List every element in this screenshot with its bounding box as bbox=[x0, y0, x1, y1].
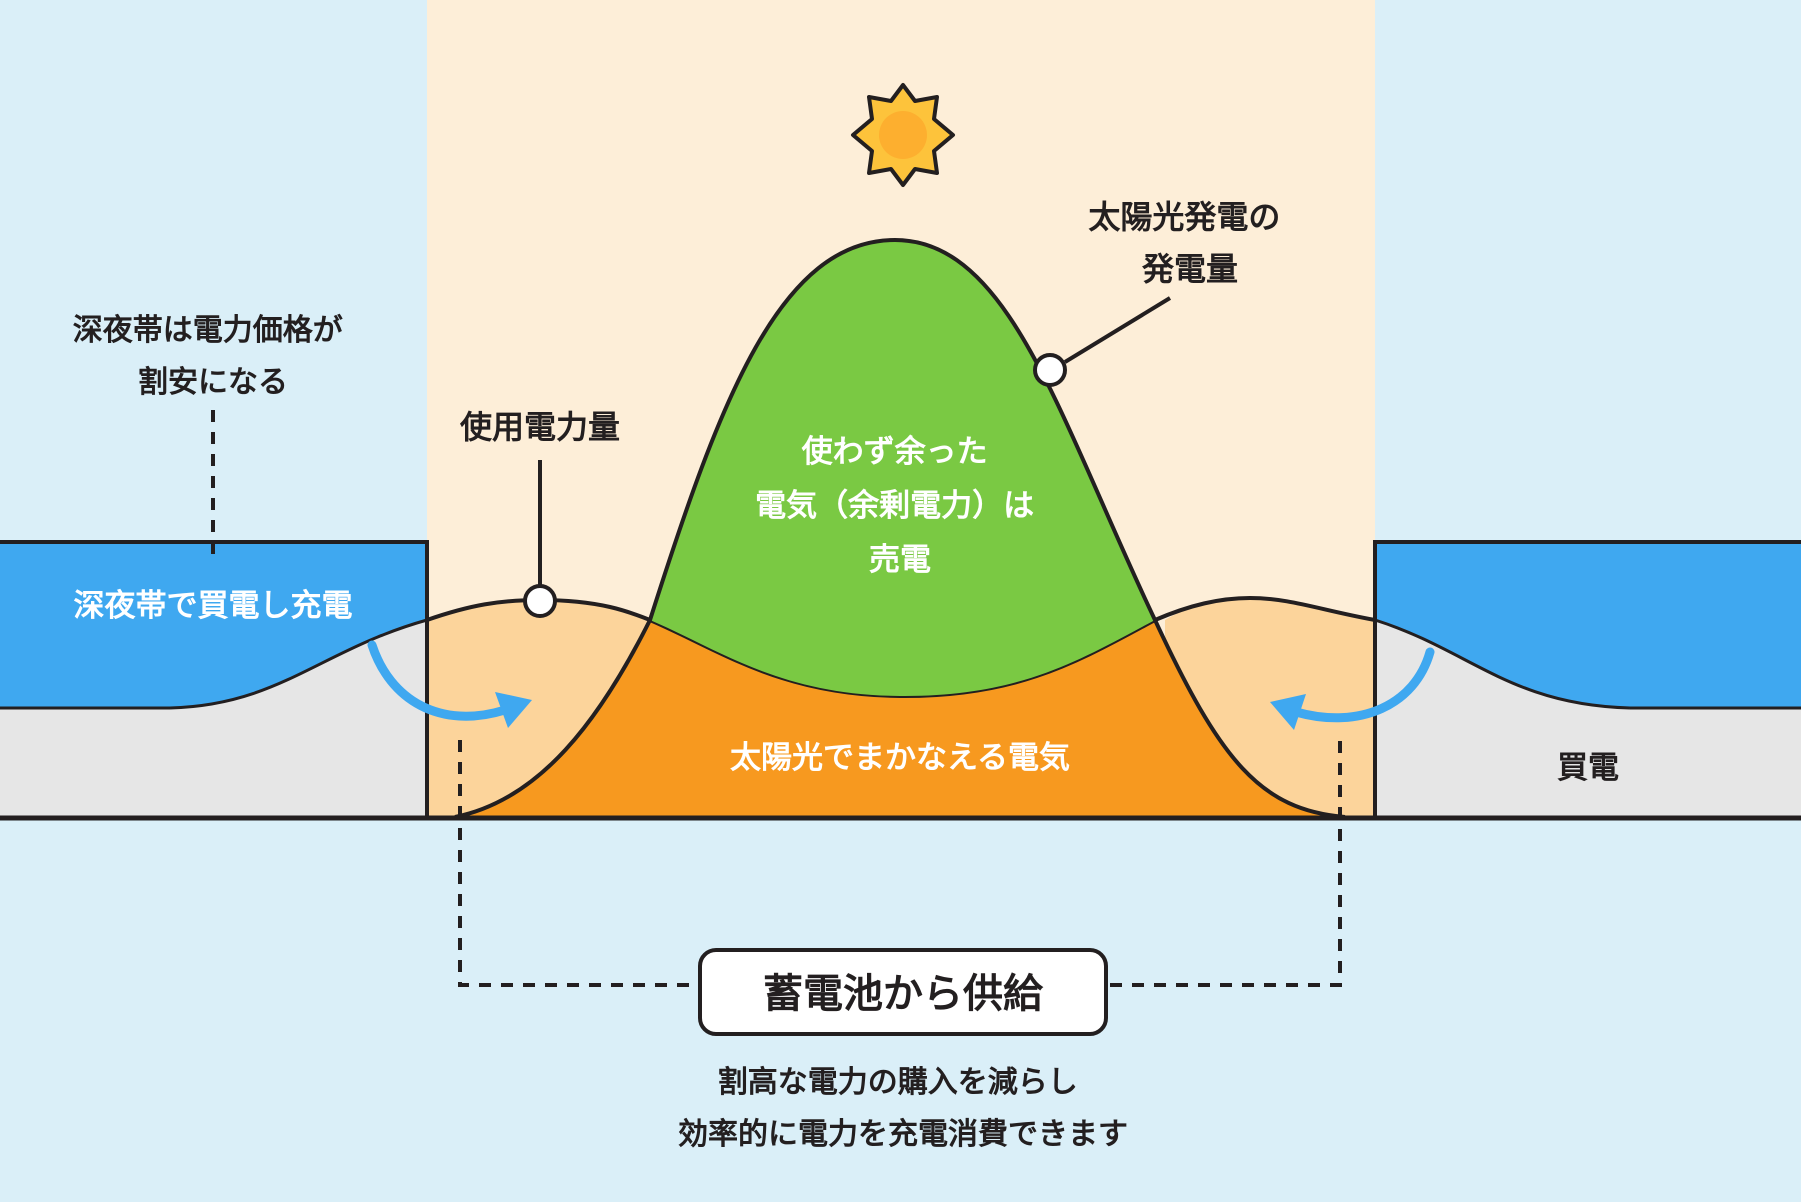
solar-generation-curve bbox=[454, 237, 1346, 819]
surplus-area bbox=[650, 240, 1155, 697]
usage-label: 使用電力量 bbox=[459, 408, 620, 446]
battery-supply-box bbox=[698, 948, 1108, 1036]
left-night-block bbox=[0, 540, 428, 820]
solar-covered-label: 太陽光でまかなえる電気 bbox=[730, 740, 1070, 776]
curved-arrow-left-head bbox=[1270, 694, 1306, 730]
surplus-label: 使わず余った 電気（余剰電力）は 売電 bbox=[755, 434, 1045, 578]
curved-arrow-left-icon bbox=[1291, 647, 1435, 723]
battery-supply-label: 蓄電池から供給 bbox=[763, 971, 1044, 1017]
purchase-label: 買電 bbox=[1557, 750, 1619, 786]
night-charge-label: 深夜帯で買電し充電 bbox=[74, 588, 353, 624]
curved-arrow-right-head bbox=[495, 692, 532, 728]
benefit-label: 割高な電力の購入を減らし 効率的に電力を充電消費できます bbox=[678, 1065, 1128, 1152]
battery-supply-bracket bbox=[458, 740, 1342, 987]
sun-icon bbox=[851, 83, 955, 187]
solar-pointer-line bbox=[1063, 296, 1172, 364]
night-price-label: 深夜帯は電力価格が 割安になる bbox=[73, 313, 353, 400]
curved-arrow-right-icon bbox=[367, 640, 510, 721]
solar-generation-label: 太陽光発電の 発電量 bbox=[1088, 198, 1291, 288]
right-night-block bbox=[1374, 540, 1801, 820]
solar-covered-area bbox=[455, 620, 1345, 817]
usage-marker bbox=[523, 584, 557, 618]
solar-marker bbox=[1033, 353, 1067, 387]
